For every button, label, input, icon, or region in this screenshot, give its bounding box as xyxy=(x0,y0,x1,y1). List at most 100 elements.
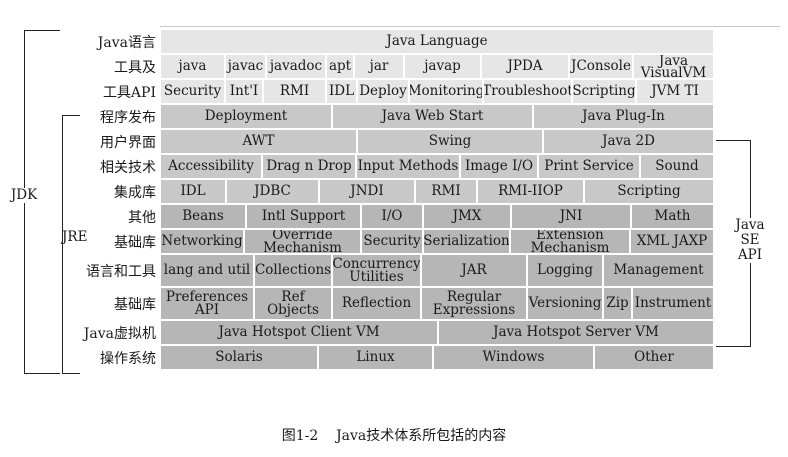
grid-cell: Instrument xyxy=(633,288,713,319)
jdk-bracket-bottom xyxy=(24,373,60,374)
grid-cell: Reflection xyxy=(333,288,422,319)
grid-cell: Security xyxy=(362,230,424,253)
grid-cell: Solaris xyxy=(161,346,319,369)
row-label: 用户界面 xyxy=(100,134,156,151)
java-se-api-label-line: Java xyxy=(735,217,765,233)
row-label: 程序发布 xyxy=(100,109,156,126)
grid-cell: JAR xyxy=(422,255,528,286)
grid-cell: java xyxy=(161,55,226,78)
grid-cell: javap xyxy=(405,55,482,78)
grid-cell: JNI xyxy=(512,205,632,228)
grid-cell: Override Mechanism xyxy=(245,230,362,253)
grid-cell: Drag n Drop xyxy=(263,155,357,178)
grid-cell: Regular Expressions xyxy=(422,288,528,319)
grid-cell: Image I/O xyxy=(461,155,539,178)
java-se-api-bracket-bottom xyxy=(716,346,751,347)
grid-cell: Print Service xyxy=(539,155,641,178)
grid-row-operating-system: Solaris Linux Windows Other xyxy=(161,346,713,369)
grid-cell: Versioning xyxy=(528,288,604,319)
grid-cell: Concurrency Utilities xyxy=(333,255,422,286)
row-label: 语言和工具 xyxy=(86,263,156,280)
grid-cell: Deploy xyxy=(358,80,410,103)
jdk-label: JDK xyxy=(6,188,42,203)
java-se-api-bracket-top xyxy=(716,140,751,141)
grid-cell: Swing xyxy=(358,130,544,153)
row-label: Java语言 xyxy=(97,34,156,51)
figure-caption: 图1-2 Java技术体系所包括的内容 xyxy=(281,428,507,444)
jre-bracket-top xyxy=(62,115,80,116)
grid-cell: Accessibility xyxy=(161,155,263,178)
grid-cell: Preferences API xyxy=(161,288,255,319)
grid-cell: Ref Objects xyxy=(255,288,333,319)
jdk-bracket-top xyxy=(24,30,60,31)
grid-cell: Intl Support xyxy=(247,205,362,228)
grid-row-base-libraries: Networking Override Mechanism Security S… xyxy=(161,230,713,253)
grid-cell: Extension Mechanism xyxy=(511,230,631,253)
grid-cell: JMX xyxy=(424,205,512,228)
grid-cell: JDBC xyxy=(227,180,320,203)
grid-cell: Java Plug-In xyxy=(534,105,713,128)
jre-bracket-bottom xyxy=(62,373,80,374)
jre-bracket-line xyxy=(62,115,63,373)
grid-cell: javac xyxy=(226,55,267,78)
grid-cell: Troubleshoot xyxy=(484,80,573,103)
row-label-column: Java语言 工具及 工具API 程序发布 用户界面 相关技术 集成库 其他 基… xyxy=(62,30,156,371)
grid-cell: Java Hotspot Server VM xyxy=(439,321,713,344)
grid-cell: Monitoring xyxy=(410,80,484,103)
row-label: 基础库 xyxy=(114,296,156,313)
grid-cell: JPDA xyxy=(482,55,570,78)
grid-cell: Networking xyxy=(161,230,245,253)
grid-cell: Other xyxy=(595,346,713,369)
grid-cell: Windows xyxy=(434,346,595,369)
grid-cell: Input Methods xyxy=(357,155,461,178)
java-se-api-label-line: API xyxy=(737,247,763,263)
grid-cell: Management xyxy=(604,255,713,286)
grid-cell: Java 2D xyxy=(544,130,713,153)
grid-cell: Int'I xyxy=(226,80,264,103)
grid-cell: javadoc xyxy=(267,55,327,78)
grid-row-deployment: Deployment Java Web Start Java Plug-In xyxy=(161,105,713,128)
jre-label: JRE xyxy=(62,229,88,245)
grid-cell: Sound xyxy=(641,155,713,178)
java-technology-grid: Java Language java javac javadoc apt jar… xyxy=(161,30,713,371)
grid-cell: Java Web Start xyxy=(333,105,534,128)
grid-row-other-base-libraries: Beans Intl Support I/O JMX JNI Math xyxy=(161,205,713,228)
grid-cell: Java Language xyxy=(161,30,713,53)
grid-cell: Collections xyxy=(255,255,333,286)
grid-row-lang-base-libraries: Preferences API Ref Objects Reflection R… xyxy=(161,288,713,319)
grid-cell: jar xyxy=(355,55,405,78)
grid-row-tool-apis: Security Int'I RMI IDL Deploy Monitoring… xyxy=(161,80,713,103)
grid-cell: Math xyxy=(632,205,713,228)
grid-row-ui-technologies: Accessibility Drag n Drop Input Methods … xyxy=(161,155,713,178)
grid-row-tools: java javac javadoc apt jar javap JPDA JC… xyxy=(161,55,713,78)
grid-cell: IDL xyxy=(327,80,358,103)
row-label: 操作系统 xyxy=(100,350,156,367)
grid-cell: lang and util xyxy=(161,255,255,286)
grid-cell: Java Hotspot Client VM xyxy=(161,321,439,344)
row-label: Java虚拟机 xyxy=(83,325,156,342)
grid-cell: Beans xyxy=(161,205,247,228)
row-label: 工具API xyxy=(102,84,156,101)
grid-cell: Security xyxy=(161,80,226,103)
grid-cell: Linux xyxy=(319,346,434,369)
grid-cell: Logging xyxy=(528,255,604,286)
grid-cell: Serialization xyxy=(424,230,511,253)
grid-cell: Zip xyxy=(604,288,633,319)
grid-cell: Scripting xyxy=(585,180,713,203)
grid-cell: Scripting xyxy=(573,80,637,103)
java-se-api-label: Java SE API xyxy=(730,218,770,263)
top-rule xyxy=(160,26,780,27)
grid-cell: apt xyxy=(327,55,355,78)
grid-cell: RMI xyxy=(264,80,327,103)
grid-cell: JConsole xyxy=(570,55,634,78)
grid-row-java-vm: Java Hotspot Client VM Java Hotspot Serv… xyxy=(161,321,713,344)
grid-row-lang-tools: lang and util Collections Concurrency Ut… xyxy=(161,255,713,286)
grid-cell: RMI xyxy=(416,180,478,203)
grid-cell: Deployment xyxy=(161,105,333,128)
grid-cell: I/O xyxy=(362,205,424,228)
grid-row-integration-libraries: IDL JDBC JNDI RMI RMI-IIOP Scripting xyxy=(161,180,713,203)
row-label: 基础库 xyxy=(114,234,156,251)
grid-cell: XML JAXP xyxy=(631,230,713,253)
row-label: 相关技术 xyxy=(100,159,156,176)
grid-cell: Java VisualVM xyxy=(634,55,713,78)
